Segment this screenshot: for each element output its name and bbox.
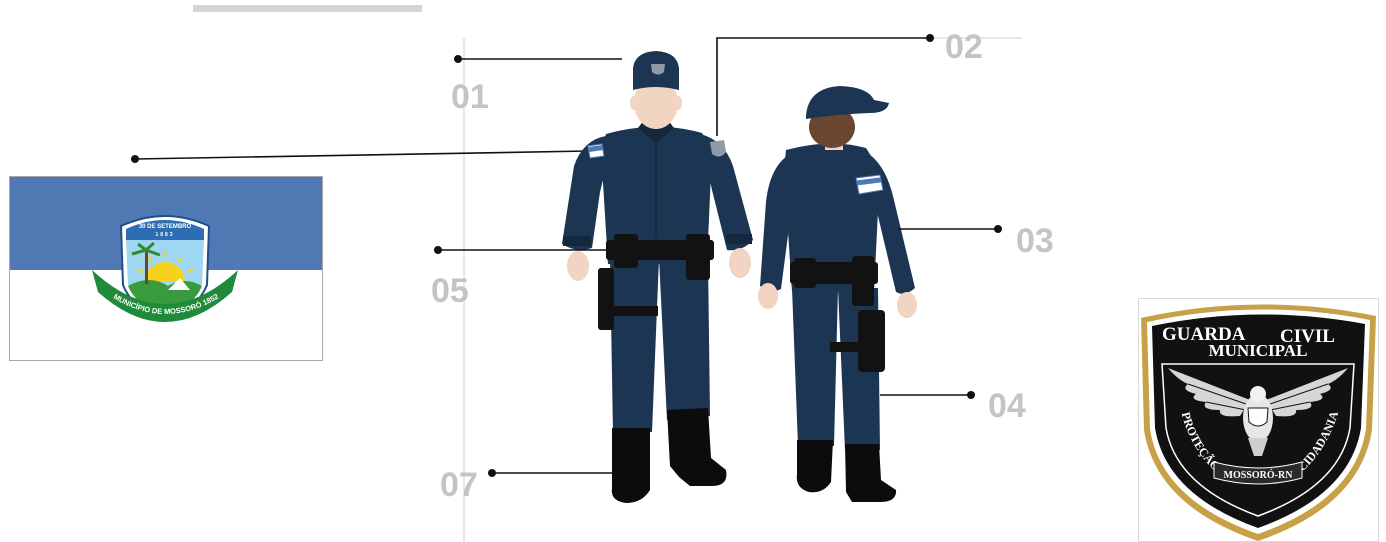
back-left-hand: [758, 283, 778, 309]
back-hat: [806, 86, 889, 119]
shoulder-badge-icon: [710, 140, 726, 157]
back-belt-pouch: [794, 258, 816, 288]
belt-holster-right: [686, 234, 710, 280]
officer-back: [758, 86, 917, 502]
thigh-strap: [612, 306, 658, 316]
right-hand: [729, 248, 751, 278]
back-left-boot: [797, 440, 833, 492]
back-left-leg: [792, 288, 838, 446]
flag-motto: 30 DE SETEMBRO: [139, 224, 192, 230]
callout-label-05: 05: [431, 272, 469, 310]
guarda-civil-badge: GUARDA CIVIL MUNICIPAL PROTEÇÃO CIDADANI…: [1139, 299, 1379, 542]
left-hand: [567, 251, 589, 281]
callout-flag-patch: [131, 151, 588, 163]
mossoro-flag: 30 DE SETEMBRO 1883 MUNICÍPIO DE MOSSORÓ…: [10, 177, 323, 361]
badge-word-municipal: MUNICIPAL: [1209, 341, 1308, 360]
top-gray-bar: [193, 5, 422, 12]
callout-label-07: 07: [440, 466, 478, 504]
callout-label-01: 01: [451, 78, 489, 116]
left-boot: [612, 428, 650, 503]
eagle-head: [1250, 386, 1266, 402]
callout-label-04: 04: [988, 387, 1026, 425]
callout-label-03: 03: [1016, 222, 1054, 260]
back-belt-holster: [852, 256, 874, 306]
back-thigh-holster: [858, 310, 885, 372]
callout-07: 07: [440, 466, 613, 504]
right-leg: [659, 258, 710, 420]
left-leg: [610, 258, 659, 434]
back-right-hand: [897, 292, 917, 318]
left-cuff: [563, 236, 591, 246]
back-thigh-strap: [830, 342, 884, 352]
officer-front: [562, 51, 753, 503]
callout-03: 03: [898, 222, 1054, 260]
callout-01: 01: [451, 55, 622, 116]
flag-year: 1883: [155, 232, 174, 238]
callout-label-02: 02: [945, 28, 983, 66]
badge-banner-text: MOSSORÓ-RN: [1224, 469, 1294, 481]
right-boot: [667, 408, 726, 486]
thigh-holster: [598, 268, 614, 330]
eagle-emblem: [1248, 408, 1268, 426]
back-right-boot: [845, 444, 896, 502]
callout-04: 04: [880, 387, 1026, 425]
right-cuff: [726, 234, 752, 244]
belt-pouch-left: [614, 234, 638, 268]
